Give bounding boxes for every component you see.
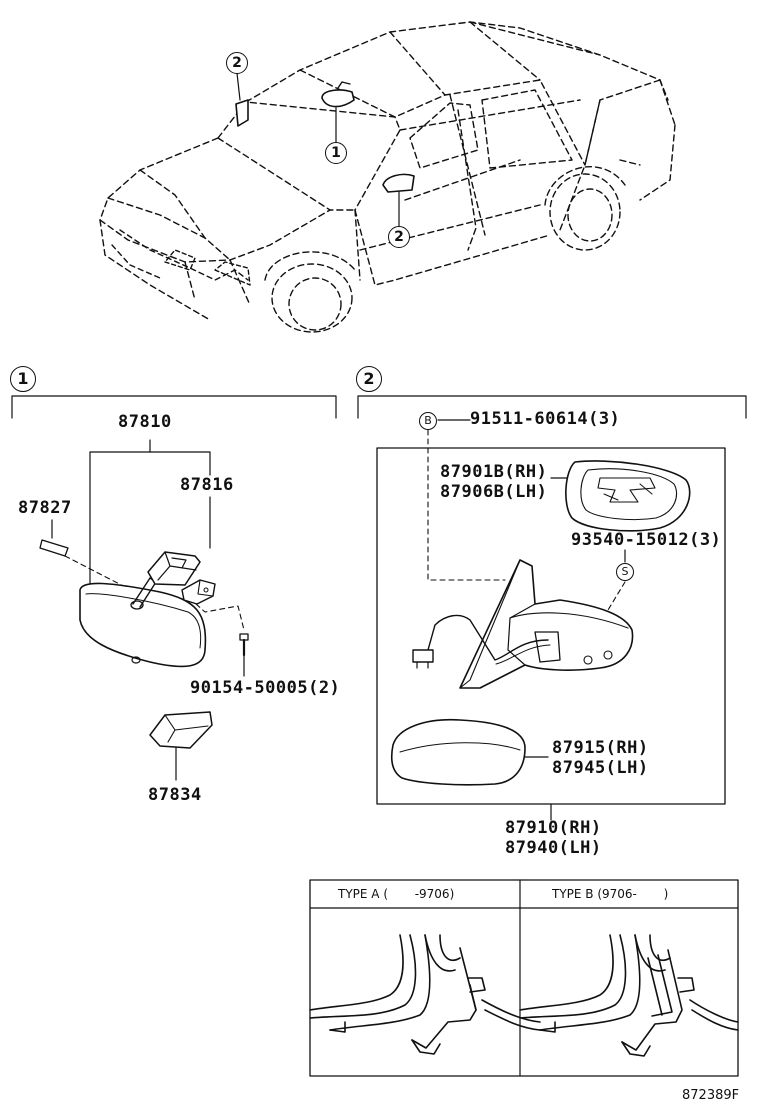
- callout-1-car: 1: [325, 142, 347, 164]
- mirror-glass-drawing: [565, 460, 691, 532]
- section2-callout: 2: [356, 366, 382, 392]
- door-mirror-drawing: [412, 559, 634, 689]
- type-b-header: TYPE B (9706- ): [552, 887, 669, 901]
- part-91511-60614: 91511-60614(3): [470, 409, 621, 429]
- part-93540-15012: 93540-15012(3): [571, 530, 722, 550]
- inner-mirror-drawing: [79, 551, 249, 677]
- type-a-header: TYPE A ( -9706): [338, 887, 455, 901]
- part-87810: 87810: [118, 412, 172, 432]
- section1-bracket: [11, 395, 337, 419]
- type-b-drawing: [519, 934, 739, 1057]
- part-87915-rh: 87915(RH): [552, 738, 649, 758]
- part-87816: 87816: [180, 475, 234, 495]
- callout-s: S: [616, 563, 634, 581]
- callout-2-car-left: 2: [226, 52, 248, 74]
- part-87906b-lh: 87906B(LH): [440, 482, 548, 502]
- cover-87834-drawing: [149, 711, 213, 781]
- reference-number: 872389F: [682, 1088, 740, 1103]
- part-87910-rh: 87910(RH): [505, 818, 602, 838]
- part-87901b-rh: 87901B(RH): [440, 462, 548, 482]
- part-87945-lh: 87945(LH): [552, 758, 649, 778]
- section1-callout: 1: [10, 366, 36, 392]
- section2-bracket: [357, 395, 747, 419]
- part-87940-lh: 87940(LH): [505, 838, 602, 858]
- callout-2-car-right: 2: [388, 226, 410, 248]
- callout-b: B: [419, 412, 437, 430]
- car-illustration: [99, 21, 676, 333]
- mirror-cover-drawing: [390, 718, 526, 786]
- part-90154-50005: 90154-50005(2): [190, 678, 341, 698]
- part-87834: 87834: [148, 785, 202, 805]
- type-table: [309, 879, 739, 1077]
- type-a-drawing: [309, 934, 541, 1055]
- part-87827: 87827: [18, 498, 72, 518]
